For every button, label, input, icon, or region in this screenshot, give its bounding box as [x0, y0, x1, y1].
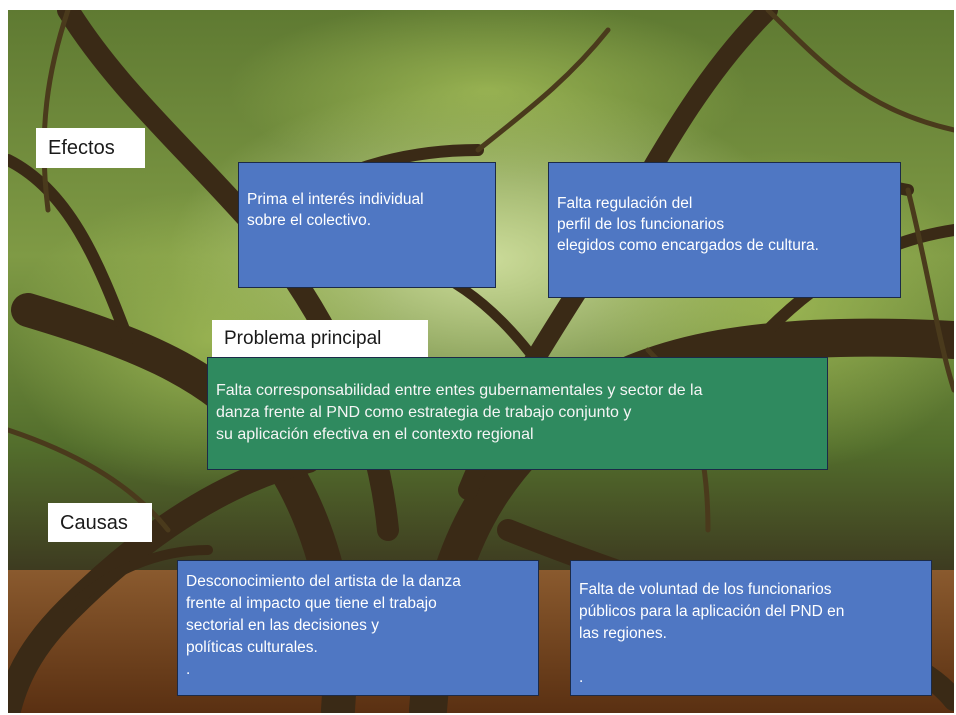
effect-text-1: Prima el interés individual sobre el col… [247, 191, 424, 229]
causas-label: Causas [48, 503, 152, 542]
problem-box: Falta corresponsabilidad entre entes gub… [207, 357, 828, 470]
cause-text-2: Falta de voluntad de los funcionarios pú… [579, 581, 845, 686]
cause-box-1: Desconocimiento del artista de la danza … [177, 560, 539, 696]
cause-box-2: Falta de voluntad de los funcionarios pú… [570, 560, 932, 696]
problema-principal-label: Problema principal [212, 320, 428, 357]
effect-box-2: Falta regulación del perfil de los funci… [548, 162, 901, 298]
cause-text-1: Desconocimiento del artista de la danza … [186, 573, 461, 678]
efectos-label: Efectos [36, 128, 145, 168]
effect-text-2: Falta regulación del perfil de los funci… [557, 195, 819, 254]
problem-text: Falta corresponsabilidad entre entes gub… [216, 382, 703, 443]
effect-box-1: Prima el interés individual sobre el col… [238, 162, 496, 288]
